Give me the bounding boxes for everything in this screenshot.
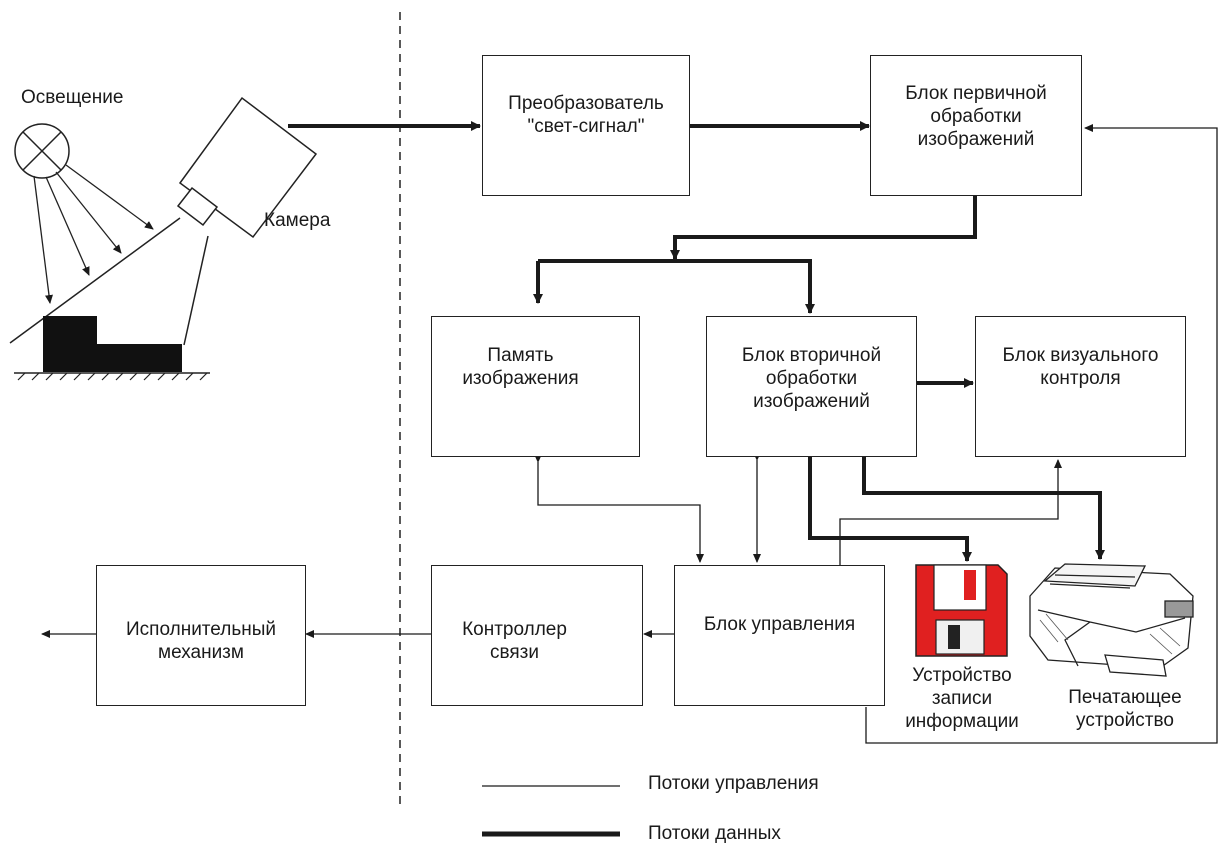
camera-icon xyxy=(176,96,318,239)
primary-down xyxy=(670,196,977,260)
control-unit-label: Блок управления xyxy=(703,614,856,635)
printer-hatching xyxy=(1039,613,1181,655)
secondary-to-recorder xyxy=(808,455,972,562)
field-of-view-line xyxy=(183,235,209,346)
control-unit-block: Блок управления xyxy=(674,565,885,706)
lighting-label: Освещение xyxy=(21,87,124,108)
control-memory-link xyxy=(534,454,704,563)
secondary-processing-label: Блок вторичной обработки изображений xyxy=(741,345,882,412)
control-flows xyxy=(41,124,1218,744)
primary-processing-block: Блок первичной обработки изображений xyxy=(870,55,1082,196)
primary-processing-label: Блок первичной обработки изображений xyxy=(905,83,1047,150)
control-visual-link xyxy=(839,459,1062,565)
comm-controller-label: Контроллер связи xyxy=(462,619,567,663)
light-rays xyxy=(33,164,154,304)
actuator-label: Исполнительный механизм xyxy=(126,619,276,663)
field-of-view-line xyxy=(9,217,181,344)
visual-control-block: Блок визуального контроля xyxy=(975,316,1186,457)
secondary-processing-block: Блок вторичной обработки изображений xyxy=(706,316,917,457)
image-memory-label: Память изображения xyxy=(462,345,579,389)
printer-icon xyxy=(1029,563,1194,677)
legend-control-flow-label: Потоки управления xyxy=(648,773,819,794)
converter-block: Преобразователь "свет-сигнал" xyxy=(482,55,690,196)
split-line xyxy=(538,259,815,314)
legend-data-flow-label: Потоки данных xyxy=(648,823,781,844)
visual-control-label: Блок визуального контроля xyxy=(1002,345,1159,389)
control-primary-link xyxy=(865,124,1218,744)
object-on-table xyxy=(14,316,210,381)
image-memory-block: Память изображения xyxy=(431,316,640,457)
converter-label: Преобразователь "свет-сигнал" xyxy=(508,93,664,137)
printer-label: Печатающее устройство xyxy=(1068,687,1182,731)
camera-label: Камера xyxy=(264,210,331,231)
recorder-label: Устройство записи информации xyxy=(905,665,1019,732)
lamp-icon xyxy=(14,123,70,179)
floppy-disk-icon xyxy=(915,564,1008,657)
data-flows xyxy=(288,121,1105,562)
comm-controller-block: Контроллер связи xyxy=(431,565,643,706)
actuator-block: Исполнительный механизм xyxy=(96,565,306,706)
secondary-to-printer xyxy=(862,455,1105,560)
